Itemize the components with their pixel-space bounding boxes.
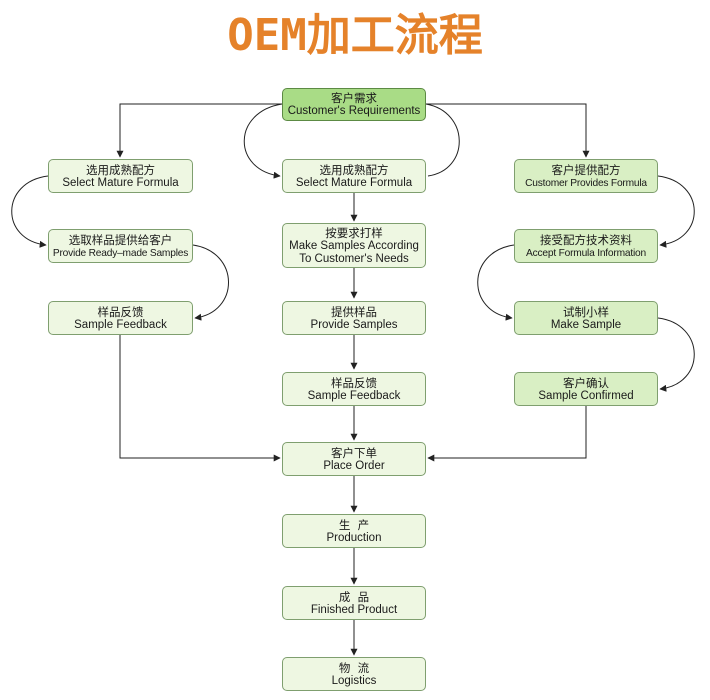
node-label-zh: 试制小样 bbox=[563, 304, 609, 319]
edge-right-accept-to-make bbox=[477, 244, 515, 321]
node-label-en: Accept Formula Information bbox=[526, 247, 646, 259]
node-production: 生 产 Production bbox=[282, 514, 426, 548]
node-label-en: Sample Confirmed bbox=[538, 389, 634, 402]
node-label-en: Finished Product bbox=[310, 603, 398, 616]
edge-left-provide-to-feedback bbox=[192, 244, 229, 321]
node-place-order: 客户下单 Place Order bbox=[282, 442, 426, 476]
node-label-zh: 选用成熟配方 bbox=[319, 162, 389, 177]
node-label-zh: 接受配方技术资料 bbox=[540, 232, 632, 247]
node-label-zh: 样品反馈 bbox=[331, 375, 377, 390]
node-label-en: Sample Feedback bbox=[307, 389, 401, 402]
node-label-en: Customer Provides Formula bbox=[525, 177, 647, 189]
page-title: OEM加工流程 bbox=[227, 10, 483, 61]
edge-left-feedback-to-order bbox=[119, 335, 281, 462]
node-mid-sample-feedback: 样品反馈 Sample Feedback bbox=[282, 372, 426, 406]
node-label-en: Customer's Requirements bbox=[287, 105, 421, 117]
node-label-en: Production bbox=[326, 531, 382, 544]
node-label-en: Make Sample bbox=[550, 318, 622, 331]
edge-req-to-mid-leftcurve bbox=[243, 103, 283, 179]
node-label-en: Place Order bbox=[323, 459, 385, 472]
node-right-make-sample: 试制小样 Make Sample bbox=[514, 301, 658, 335]
node-label-en: Make Samples According bbox=[289, 239, 419, 252]
node-label-zh: 选取样品提供给客户 bbox=[68, 232, 173, 247]
node-mid-make-samples: 按要求打样 Make Samples According To Customer… bbox=[282, 223, 426, 268]
node-label-en: Logistics bbox=[331, 674, 377, 687]
node-label-en: Select Mature Formula bbox=[62, 176, 179, 189]
edge-right-confirm-to-order bbox=[427, 406, 587, 462]
node-right-sample-confirmed: 客户确认 Sample Confirmed bbox=[514, 372, 658, 406]
node-mid-select-mature-formula: 选用成熟配方 Select Mature Formula bbox=[282, 159, 426, 193]
node-label-zh: 生 产 bbox=[338, 517, 370, 532]
node-label-zh: 客户需求 bbox=[331, 91, 377, 105]
node-label-zh: 选用成熟配方 bbox=[86, 162, 155, 177]
edge-right-make-to-confirm bbox=[657, 317, 695, 392]
node-logistics: 物 流 Logistics bbox=[282, 657, 426, 691]
node-label-en: Provide Ready–made Samples bbox=[52, 247, 189, 259]
node-label-en: Provide Samples bbox=[310, 318, 398, 331]
edge-left-select-to-provide bbox=[11, 175, 49, 248]
node-label-en: Select Mature Formula bbox=[295, 176, 413, 189]
node-left-select-mature-formula: 选用成熟配方 Select Mature Formula bbox=[48, 159, 193, 193]
edge-req-to-right bbox=[426, 103, 590, 158]
node-right-accept-formula-information: 接受配方技术资料 Accept Formula Information bbox=[514, 229, 658, 263]
node-label-zh: 提供样品 bbox=[331, 304, 377, 319]
node-label-zh: 客户提供配方 bbox=[551, 162, 621, 177]
node-label-en: Sample Feedback bbox=[74, 318, 167, 331]
edge-req-to-left bbox=[116, 103, 282, 158]
edge-req-to-mid-rightcurve bbox=[425, 103, 460, 177]
node-label-zh: 成 品 bbox=[338, 589, 370, 604]
edge-right-provides-to-accept bbox=[657, 175, 695, 248]
node-label-zh: 样品反馈 bbox=[97, 304, 144, 319]
node-mid-provide-samples: 提供样品 Provide Samples bbox=[282, 301, 426, 335]
node-finished-product: 成 品 Finished Product bbox=[282, 586, 426, 620]
node-label-zh: 客户下单 bbox=[331, 445, 377, 460]
node-label-zh: 物 流 bbox=[338, 660, 370, 675]
node-label-zh: 按要求打样 bbox=[325, 225, 383, 240]
node-left-sample-feedback: 样品反馈 Sample Feedback bbox=[48, 301, 193, 335]
node-customer-requirements: 客户需求 Customer's Requirements bbox=[282, 88, 426, 121]
node-right-customer-provides-formula: 客户提供配方 Customer Provides Formula bbox=[514, 159, 658, 193]
node-label-zh: 客户确认 bbox=[563, 375, 609, 390]
node-left-provide-samples: 选取样品提供给客户 Provide Ready–made Samples bbox=[48, 229, 193, 263]
node-label-en-line2: To Customer's Needs bbox=[299, 252, 409, 265]
